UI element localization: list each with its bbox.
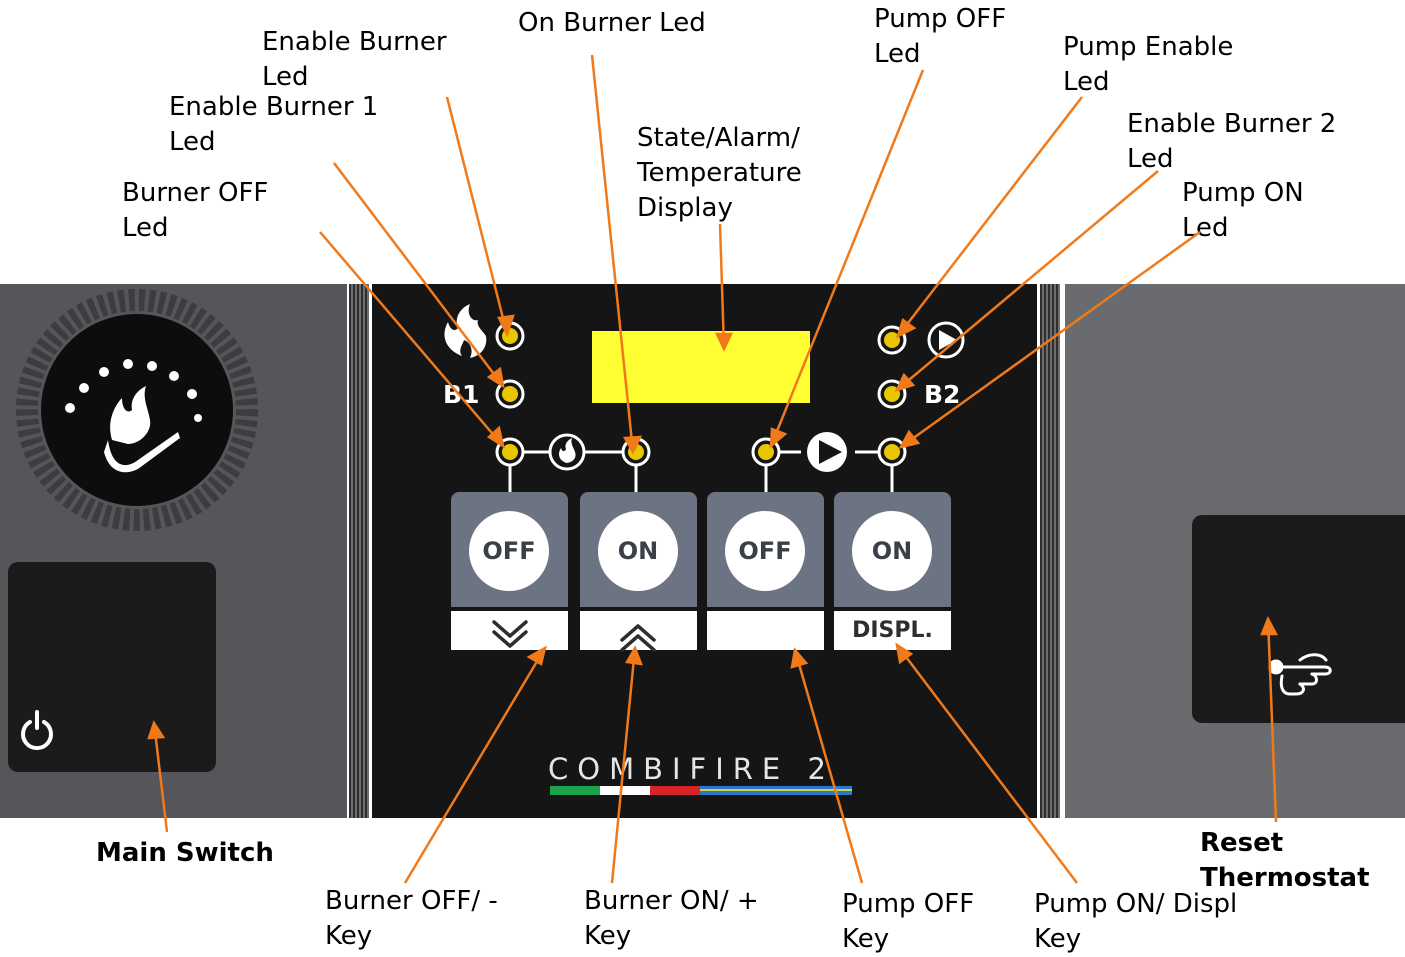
right-grille: [1040, 284, 1060, 818]
pump-on-key[interactable]: ON DISPL.: [834, 492, 951, 654]
brand-stripe: [550, 786, 852, 795]
logo: [16, 289, 258, 531]
pump-off-key[interactable]: OFF: [707, 492, 824, 654]
label-on-burner-led: On Burner Led: [518, 8, 706, 38]
hand-icon: [1268, 653, 1332, 696]
chevron-down-icon: [492, 620, 528, 648]
displ-label: DISPL.: [834, 611, 951, 650]
pump-on-button[interactable]: ON: [852, 511, 932, 591]
label-burner-off-key: Burner OFF/ -Key: [325, 886, 498, 951]
left-grille: [349, 284, 369, 818]
label-main-switch: Main Switch: [96, 838, 274, 868]
pump-icon: [927, 321, 965, 359]
label-burner-on-key: Burner ON/ +Key: [584, 886, 759, 951]
main-switch[interactable]: [8, 562, 216, 772]
pump-icon: [807, 432, 847, 472]
reset-thermostat[interactable]: [1192, 515, 1405, 723]
chevron-up-icon: ≪: [580, 611, 697, 650]
leader-lines: [147, 54, 1279, 884]
burner-on-button[interactable]: ON: [598, 511, 678, 591]
flame-icon: [444, 304, 487, 358]
led-pump-on: [877, 437, 907, 467]
chevron-up-icon: [620, 624, 656, 652]
pump-off-button[interactable]: OFF: [725, 511, 805, 591]
burner-on-key[interactable]: ON ≪: [580, 492, 697, 654]
led-enable-burner-1: [495, 379, 525, 409]
flame-icon: [548, 433, 586, 471]
burner-off-button[interactable]: OFF: [469, 511, 549, 591]
key-sub-label-blank: [707, 611, 824, 650]
brand-name: COMBIFIRE 2: [548, 752, 835, 786]
led-connectors: [508, 450, 894, 492]
b2-label: B2: [924, 380, 961, 409]
power-icon: [21, 710, 53, 751]
state-alarm-temperature-display: [592, 331, 810, 403]
burner-off-key[interactable]: OFF ≫: [451, 492, 568, 654]
